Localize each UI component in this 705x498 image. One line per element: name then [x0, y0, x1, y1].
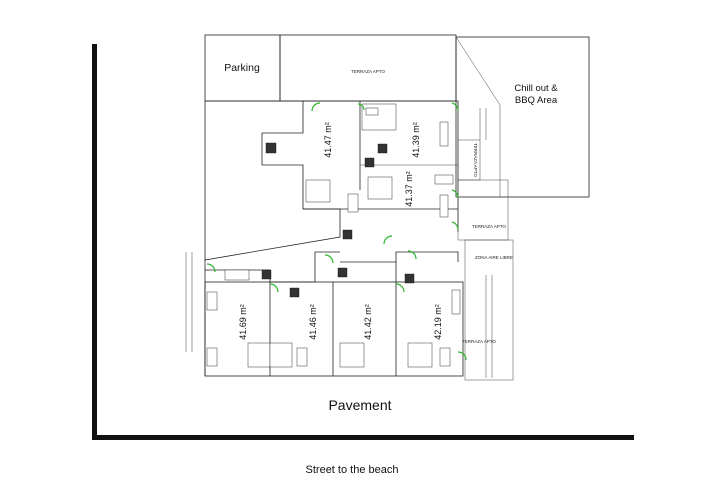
street-label: Street to the beach [306, 464, 399, 476]
garden-outline [204, 100, 341, 270]
upper-apartments [265, 101, 458, 240]
terraza-right2-label: TERRAZA APTO [472, 224, 506, 229]
bbq-area-label: BBQ Area [515, 95, 558, 106]
left-steps [185, 252, 193, 352]
terraza-right1-label: TERRAZA APTO [473, 143, 478, 177]
doors [206, 102, 467, 361]
pavement-label: Pavement [328, 397, 391, 413]
apartment-area-1: 41.47 m² [323, 122, 333, 158]
apartment-area-3: 41.37 m² [404, 171, 414, 207]
terraza-bottom-label: TERRAZA APTO [462, 339, 496, 344]
chill-out-label: Chill out & [514, 83, 558, 94]
apartment-area-5: 41.46 m² [308, 304, 318, 340]
right-terraces: TERRAZA APTO TERRAZA APTO ZONA AIRE LIBR… [457, 108, 514, 381]
apartment-areas: 41.47 m² 41.39 m² 41.37 m² 41.69 m² 41.4… [238, 122, 443, 340]
chill-out-bbq-area: Chill out & BBQ Area [455, 36, 590, 198]
apartment-area-4: 41.69 m² [238, 304, 248, 340]
apartment-area-6: 41.42 m² [363, 304, 373, 340]
lower-apartments [206, 251, 461, 376]
zona-aire-libre-label: ZONA AIRE LIBRE [475, 255, 513, 260]
apartment-area-7: 42.19 m² [433, 304, 443, 340]
top-terrace: TERRAZA APTO [279, 34, 457, 102]
site-boundary [92, 44, 634, 440]
terraza-top-label: TERRAZA APTO [351, 69, 385, 74]
apartment-area-2: 41.39 m² [411, 122, 421, 158]
parking-area: Parking [204, 34, 281, 102]
parking-label: Parking [224, 62, 260, 74]
